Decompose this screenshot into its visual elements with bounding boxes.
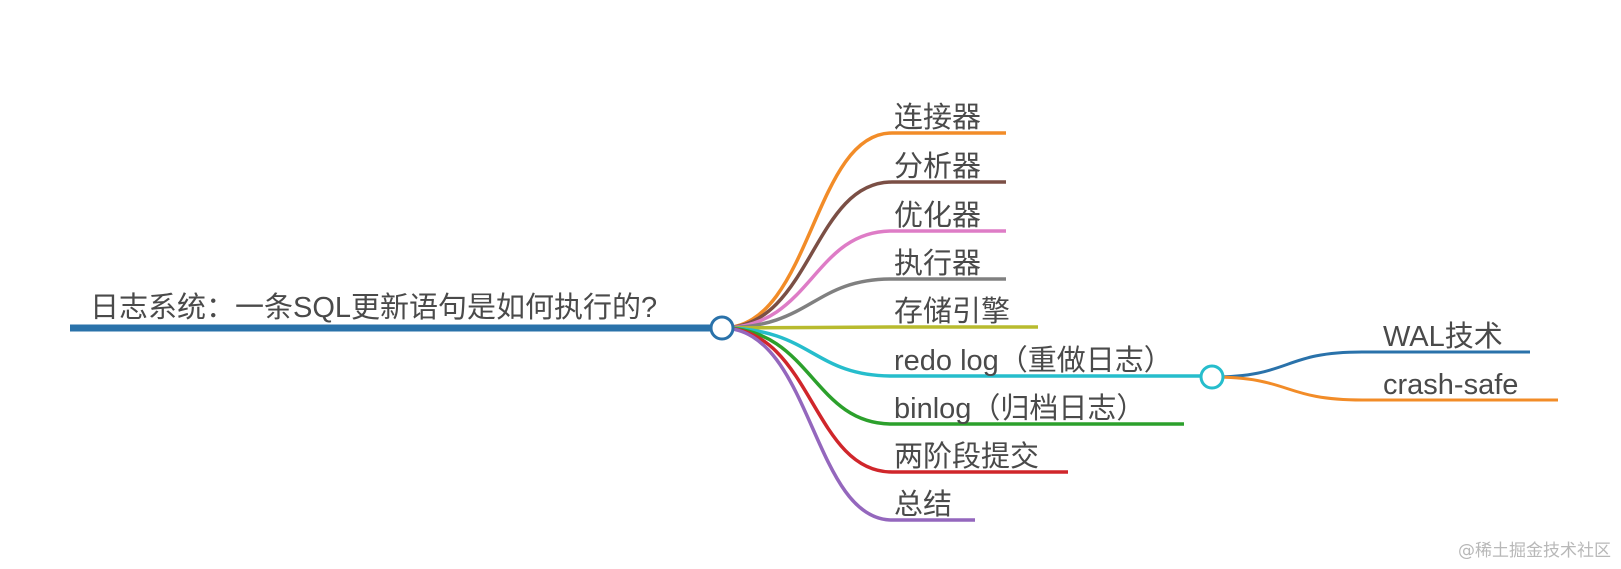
leaf-line: [1211, 375, 1558, 402]
branch-0[interactable]: 连接器: [721, 101, 1006, 330]
branch-line: [721, 277, 1006, 330]
branch-line: [721, 131, 1006, 330]
branch-label: 连接器: [894, 101, 981, 134]
branch-7[interactable]: 两阶段提交: [721, 326, 1068, 474]
root-label: 日志系统：一条SQL更新语句是如何执行的?: [90, 291, 657, 324]
leaf-0[interactable]: WAL技术: [1211, 320, 1530, 379]
branch-3[interactable]: 执行器: [721, 247, 1006, 330]
branch-line: [721, 326, 1184, 426]
branch-label: 优化器: [894, 199, 981, 232]
branch-line: [721, 326, 1200, 378]
branch-5[interactable]: redo log（重做日志）: [721, 326, 1200, 378]
branch-label: 存储引擎: [894, 295, 1010, 328]
leaf-line: [1211, 350, 1530, 379]
branch-1[interactable]: 分析器: [721, 150, 1006, 330]
branch-2[interactable]: 优化器: [721, 199, 1006, 330]
branch-line: [721, 325, 1038, 330]
redo-log-node-circle[interactable]: [1199, 364, 1225, 390]
branch-label: redo log（重做日志）: [894, 344, 1173, 377]
branch-8[interactable]: 总结: [721, 326, 975, 522]
branch-label: 总结: [894, 488, 952, 521]
root-node[interactable]: 日志系统：一条SQL更新语句是如何执行的?: [70, 291, 722, 332]
watermark: @稀土掘金技术社区: [1458, 541, 1611, 561]
branch-label: 分析器: [894, 150, 981, 183]
branch-line: [721, 326, 1068, 474]
branch-line: [721, 229, 1006, 330]
leaf-label: WAL技术: [1383, 320, 1503, 353]
leaf-label: crash-safe: [1383, 369, 1518, 401]
leaf-1[interactable]: crash-safe: [1211, 369, 1558, 402]
branch-line: [721, 180, 1006, 330]
branch-label: 两阶段提交: [894, 440, 1039, 473]
branch-label: binlog（归档日志）: [894, 392, 1145, 425]
branch-label: 执行器: [894, 247, 981, 280]
branch-line: [721, 326, 975, 522]
root-node-circle[interactable]: [709, 315, 735, 341]
branch-6[interactable]: binlog（归档日志）: [721, 326, 1184, 426]
branch-4[interactable]: 存储引擎: [721, 295, 1038, 330]
